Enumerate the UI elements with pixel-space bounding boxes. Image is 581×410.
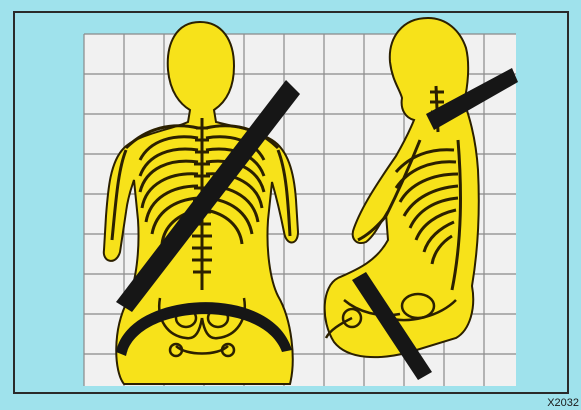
figure-code-label: X2032	[547, 397, 579, 409]
